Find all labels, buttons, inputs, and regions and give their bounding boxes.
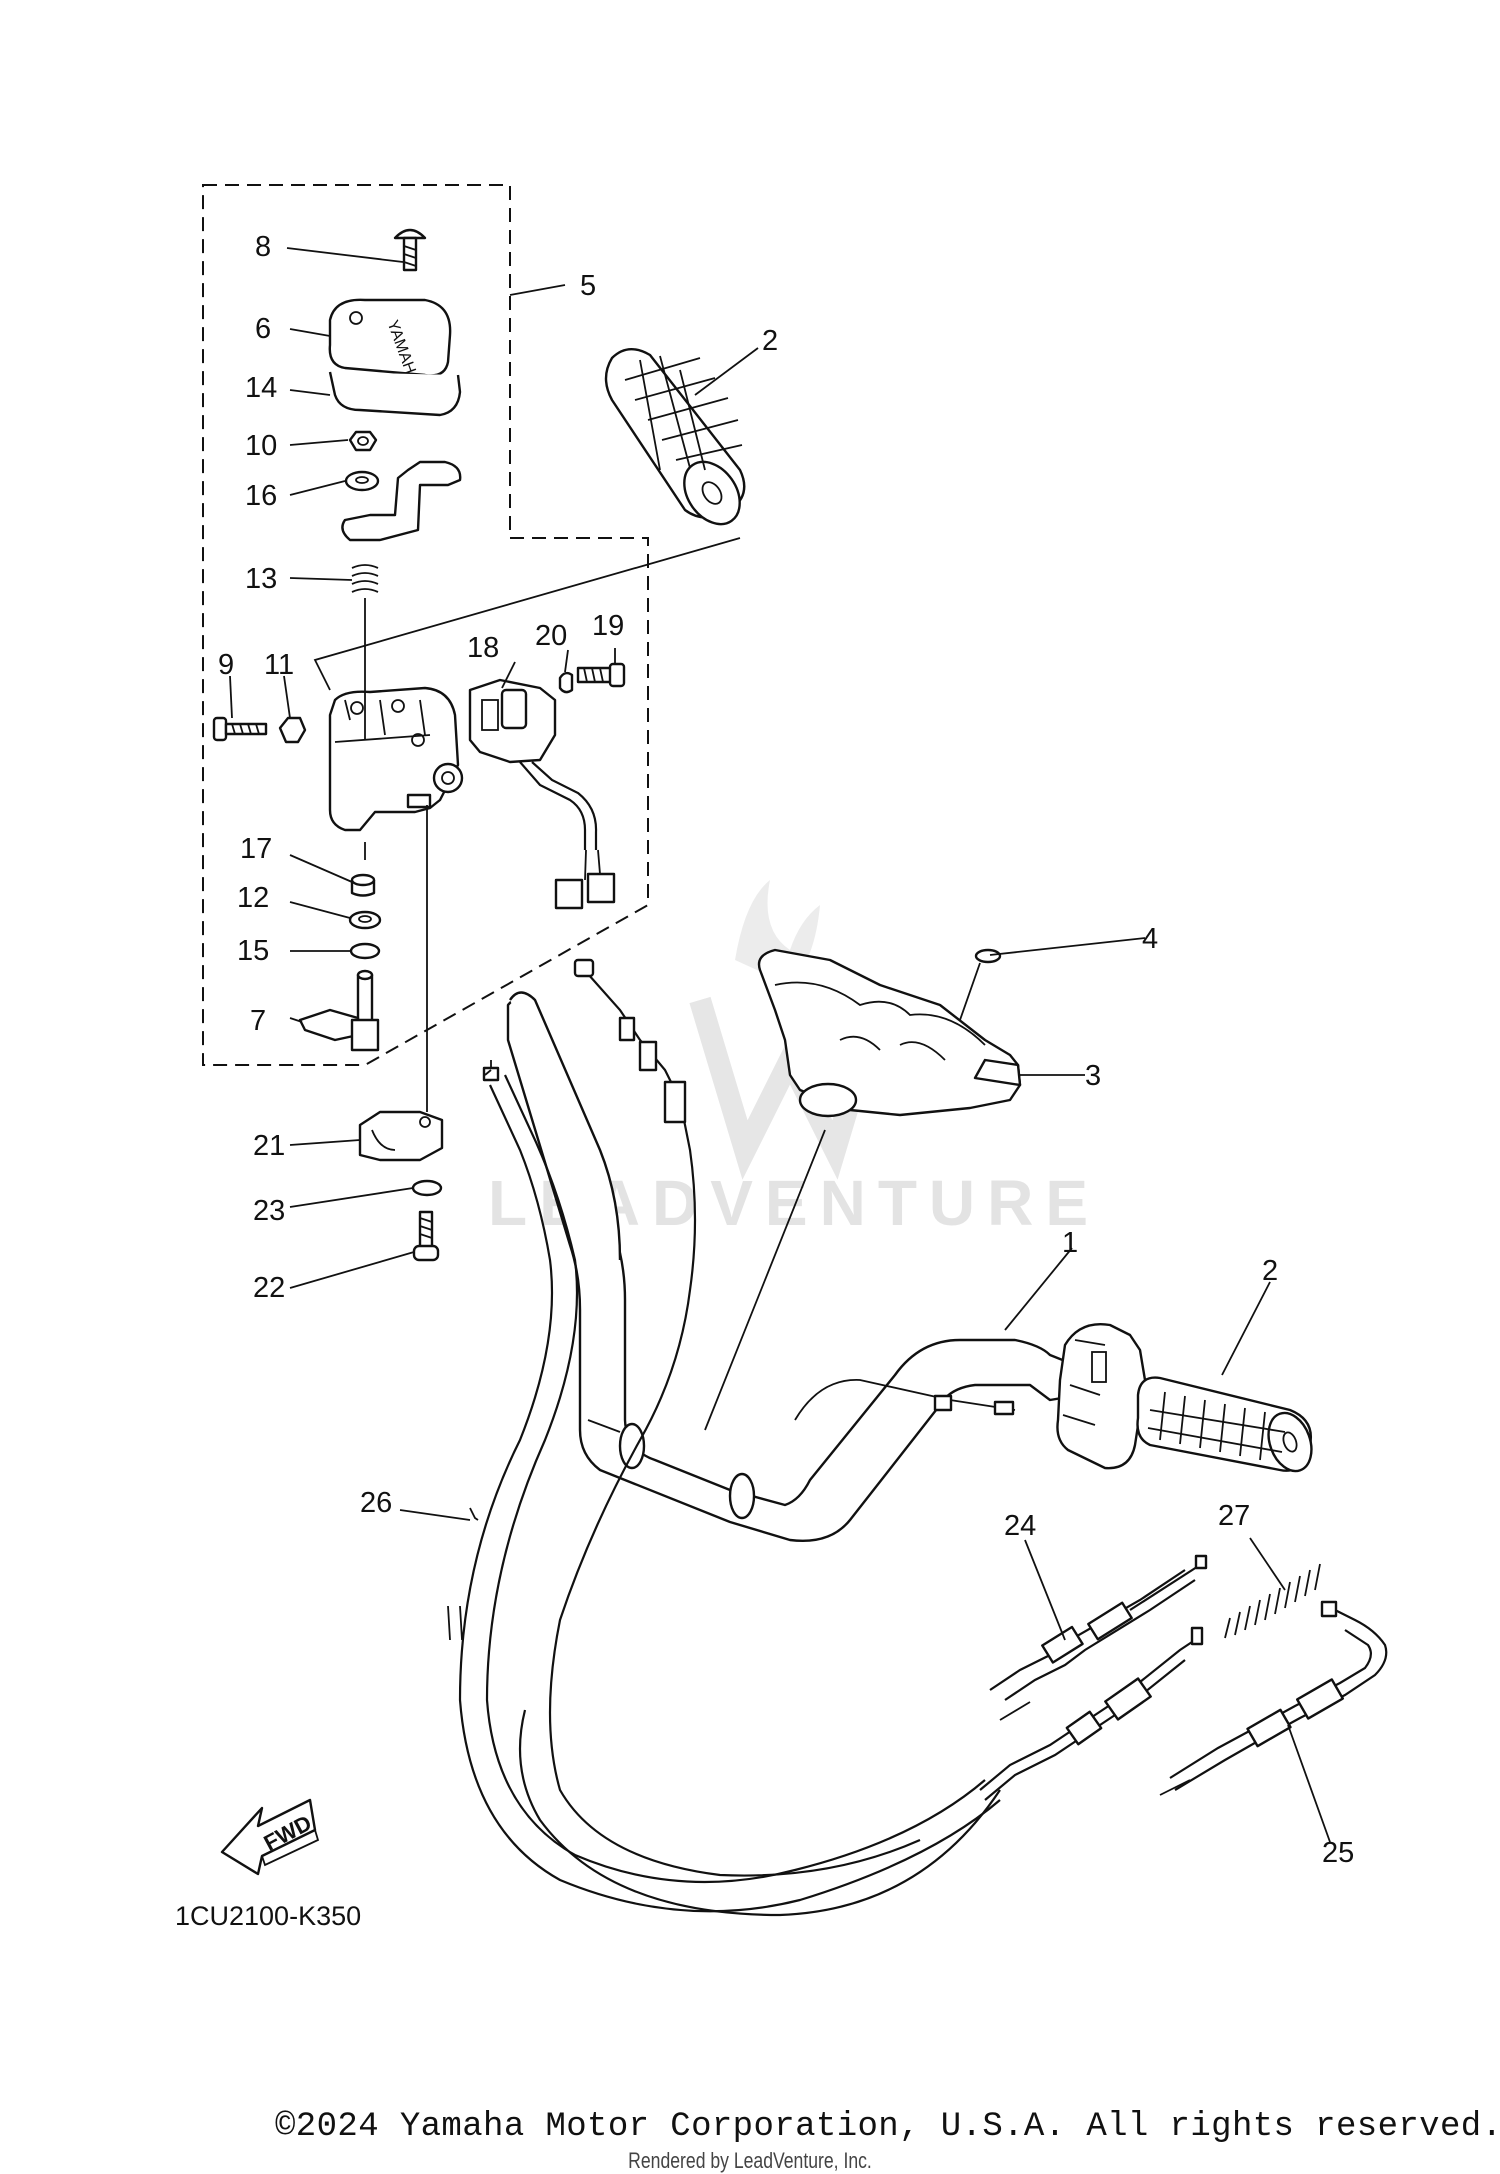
leader-lines bbox=[229, 247, 1331, 1843]
lever-plate bbox=[341, 460, 462, 542]
copyright-notice: ©2024 Yamaha Motor Corporation, U.S.A. A… bbox=[275, 2108, 1500, 2146]
switch-housing bbox=[328, 686, 464, 832]
clip-20 bbox=[558, 671, 574, 694]
nut-10 bbox=[348, 430, 378, 452]
cap-4 bbox=[974, 948, 1002, 964]
callout-6: 6 bbox=[255, 313, 271, 345]
callout-12: 12 bbox=[237, 882, 269, 914]
cable-adjuster bbox=[979, 1626, 1204, 1801]
clamp-21 bbox=[358, 1110, 444, 1162]
callout-1: 1 bbox=[1062, 1227, 1078, 1259]
callout-5: 5 bbox=[580, 270, 596, 302]
diagram-code: 1CU2100-K350 bbox=[175, 1901, 361, 1931]
pad-guide-line bbox=[704, 1129, 826, 1431]
cable-26 bbox=[447, 1060, 1001, 1913]
callout-22: 22 bbox=[253, 1272, 285, 1304]
washer-23 bbox=[411, 1179, 443, 1197]
callout-11: 11 bbox=[264, 649, 294, 681]
callout-13: 13 bbox=[245, 563, 277, 595]
callout-16: 16 bbox=[245, 480, 277, 512]
callout-24: 24 bbox=[1004, 1510, 1036, 1542]
callout-9: 9 bbox=[218, 649, 234, 681]
cable-sleeve bbox=[509, 991, 622, 1261]
washer-16 bbox=[344, 470, 380, 492]
collar-17 bbox=[350, 873, 376, 897]
cable-loop bbox=[518, 1709, 1001, 1917]
gasket-14 bbox=[328, 371, 462, 417]
bolt-19 bbox=[576, 662, 626, 688]
spring-27 bbox=[1224, 1563, 1321, 1639]
switch-unit-18 bbox=[468, 678, 598, 850]
handlebar-pad-3 bbox=[757, 948, 1022, 1118]
cable-throttle bbox=[548, 958, 921, 1877]
cable-24 bbox=[989, 1554, 1208, 1721]
throttle-cable-end bbox=[794, 1379, 1016, 1421]
callout-25: 25 bbox=[1322, 1837, 1354, 1869]
callout-2-upper: 2 bbox=[762, 325, 778, 357]
callout-20: 20 bbox=[535, 620, 567, 652]
callout-26: 26 bbox=[360, 1487, 392, 1519]
callout-14: 14 bbox=[245, 372, 277, 404]
callout-8: 8 bbox=[255, 231, 271, 263]
connector-plugs bbox=[554, 849, 616, 910]
nut-11 bbox=[278, 716, 307, 744]
callout-2-lower: 2 bbox=[1262, 1255, 1278, 1287]
callout-23: 23 bbox=[253, 1195, 285, 1227]
callout-19: 19 bbox=[592, 610, 624, 642]
spring-13 bbox=[351, 564, 379, 593]
screw-8 bbox=[393, 228, 427, 272]
callout-3: 3 bbox=[1085, 1060, 1101, 1092]
bolt-9 bbox=[212, 716, 268, 742]
fwd-arrow-icon: FWD bbox=[220, 1798, 320, 1876]
lever-7 bbox=[298, 969, 380, 1052]
callout-27: 27 bbox=[1218, 1500, 1250, 1532]
washer-15 bbox=[349, 942, 381, 960]
callout-18: 18 bbox=[467, 632, 499, 664]
assembly-boundary bbox=[202, 184, 649, 1066]
grip-guide-line bbox=[313, 537, 741, 691]
grip-left bbox=[604, 348, 746, 526]
callout-7: 7 bbox=[250, 1005, 266, 1037]
bolt-22 bbox=[412, 1210, 440, 1262]
callout-10: 10 bbox=[245, 430, 277, 462]
callout-17: 17 bbox=[240, 833, 272, 865]
rendered-by: Rendered by LeadVenture, Inc. bbox=[628, 2148, 872, 2173]
throttle-housing bbox=[1056, 1323, 1147, 1470]
grip-right bbox=[1136, 1376, 1313, 1473]
callout-4: 4 bbox=[1142, 923, 1158, 955]
callout-15: 15 bbox=[237, 935, 269, 967]
cover-6: YAMAHA bbox=[328, 298, 452, 387]
washer-12 bbox=[348, 910, 382, 930]
callouts: 1 2 2 3 4 5 6 7 8 9 10 11 12 13 14 15 16… bbox=[218, 231, 1354, 1869]
callout-21: 21 bbox=[253, 1130, 285, 1162]
cable-25 bbox=[1159, 1600, 1388, 1796]
